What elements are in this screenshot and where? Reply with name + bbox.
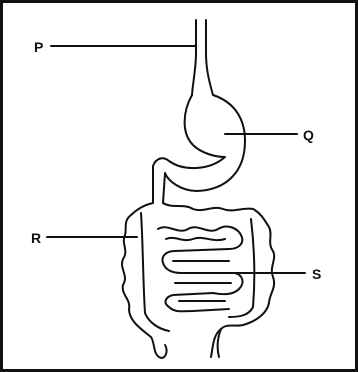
stomach-outline	[153, 95, 245, 203]
label-s: S	[312, 267, 321, 281]
label-q: Q	[303, 128, 314, 142]
small-intestine-coils	[158, 227, 242, 312]
label-r: R	[31, 231, 41, 245]
label-p: P	[34, 40, 43, 54]
large-intestine-outline	[122, 203, 274, 358]
diagram-drawing	[3, 3, 355, 369]
esophagus-outline	[192, 20, 213, 95]
